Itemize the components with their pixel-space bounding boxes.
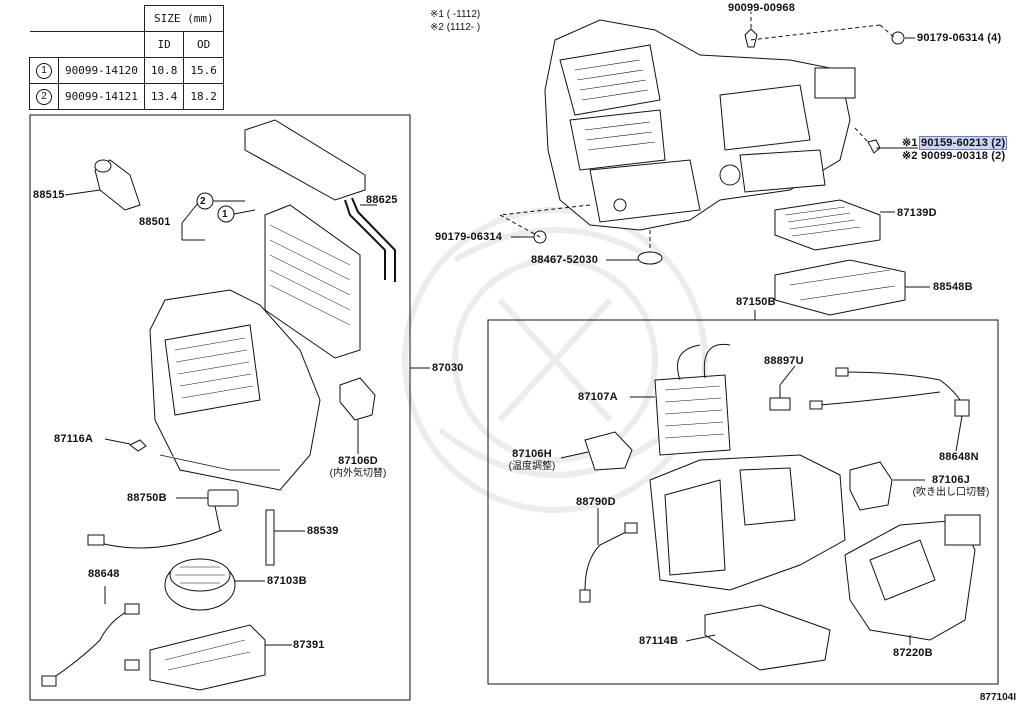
part-label-90099-00318[interactable]: ※2 90099-00318 (2) bbox=[902, 150, 1006, 162]
part-label-87106d[interactable]: 87106D bbox=[338, 455, 378, 467]
col-id-header: ID bbox=[143, 31, 185, 58]
part-label-88750b[interactable]: 88750B bbox=[127, 492, 167, 504]
id-cell: 13.4 bbox=[143, 83, 185, 110]
part-label-88648n[interactable]: 88648N bbox=[939, 451, 979, 463]
diagram-id: 877104I bbox=[979, 692, 1016, 703]
leaders-right bbox=[560, 365, 963, 645]
part-label-87116a[interactable]: 87116A bbox=[54, 433, 94, 445]
od-cell: 18.2 bbox=[183, 83, 224, 110]
part-label-87139d[interactable]: 87139D bbox=[897, 207, 937, 219]
harness-88648 bbox=[41, 603, 140, 687]
filter-87139d bbox=[774, 199, 881, 251]
part-number-cell[interactable]: 90099-14120 bbox=[58, 57, 145, 84]
clip-87116a bbox=[129, 439, 147, 452]
table-row: 2 90099-14121 13.4 18.2 bbox=[29, 83, 224, 110]
sensor-88790d bbox=[579, 522, 638, 603]
callout-label-1: 1 bbox=[222, 209, 228, 220]
part-label-87391[interactable]: 87391 bbox=[293, 639, 325, 651]
servo-87106j bbox=[849, 461, 893, 511]
note-1: ※1 ( -1112) bbox=[430, 9, 481, 20]
part-88539 bbox=[265, 509, 275, 566]
assembly-87150b-frame bbox=[487, 319, 999, 685]
hvac-unit-top-illustration bbox=[544, 19, 856, 231]
sensor-88897u bbox=[769, 385, 791, 411]
part-sublabel-87106d: (内外気切替) bbox=[329, 468, 387, 479]
part-label-87106j[interactable]: 87106J bbox=[932, 474, 970, 486]
part-label-88501[interactable]: 88501 bbox=[139, 216, 171, 228]
part-label-87030[interactable]: 87030 bbox=[432, 362, 464, 374]
callout-circles bbox=[196, 192, 256, 223]
part-label-90159-60213-prefix: ※1 bbox=[902, 137, 918, 149]
part-sublabel-87106h: (温度調整) bbox=[508, 461, 556, 472]
table-row: 1 90099-14120 10.8 15.6 bbox=[29, 57, 224, 84]
leaders-top bbox=[511, 37, 930, 320]
part-label-87220b[interactable]: 87220B bbox=[893, 647, 933, 659]
part-88515-drawing bbox=[94, 159, 141, 211]
blower-87103b bbox=[164, 558, 236, 611]
mark-circle: 2 bbox=[36, 88, 52, 105]
case-87030-drawing bbox=[149, 289, 321, 491]
part-label-87114b[interactable]: 87114B bbox=[639, 635, 679, 647]
hose-size-table: SIZE (mm) ID OD 1 90099-14120 10.8 15.6 … bbox=[29, 5, 224, 110]
servo-87106h bbox=[584, 431, 633, 471]
dashed-leaders-top bbox=[499, 12, 896, 252]
duct-87114b bbox=[704, 604, 831, 671]
part-label-90099-00968[interactable]: 90099-00968 bbox=[728, 2, 796, 14]
part-label-88648[interactable]: 88648 bbox=[88, 568, 120, 580]
note-2: ※2 (1112- ) bbox=[430, 22, 481, 33]
id-cell: 10.8 bbox=[143, 57, 185, 84]
servo-87106d bbox=[339, 377, 376, 421]
case-87150b-drawing bbox=[649, 454, 846, 591]
part-label-88897u[interactable]: 88897U bbox=[764, 355, 804, 367]
callout-label-2: 2 bbox=[200, 196, 206, 207]
part-number-cell[interactable]: 90099-14121 bbox=[58, 83, 145, 110]
part-label-90179-06314-4[interactable]: 90179-06314 (4) bbox=[917, 32, 1002, 44]
part-label-88539[interactable]: 88539 bbox=[307, 525, 339, 537]
size-header: SIZE (mm) bbox=[143, 5, 224, 32]
part-label-88467-52030[interactable]: 88467-52030 bbox=[531, 254, 599, 266]
part-label-90159-60213[interactable]: 90159-60213 (2) bbox=[918, 136, 1008, 150]
duct-87220b bbox=[844, 514, 981, 641]
assembly-87030-frame bbox=[29, 114, 411, 701]
od-cell: 15.6 bbox=[183, 57, 224, 84]
part-label-88790d[interactable]: 88790D bbox=[576, 496, 616, 508]
case-88548b bbox=[774, 259, 906, 316]
part-label-88625[interactable]: 88625 bbox=[366, 194, 398, 206]
part-pipe-top bbox=[244, 119, 366, 201]
leaders-left bbox=[64, 189, 430, 646]
heater-core-87107a bbox=[654, 343, 731, 456]
mark-circle: 1 bbox=[36, 62, 52, 79]
part-label-87103b[interactable]: 87103B bbox=[267, 575, 307, 587]
part-88750b bbox=[87, 489, 239, 549]
part-label-90179-06314[interactable]: 90179-06314 bbox=[435, 231, 503, 243]
part-label-88548b[interactable]: 88548B bbox=[933, 281, 973, 293]
part-label-87107a[interactable]: 87107A bbox=[578, 391, 618, 403]
part-sublabel-87106j: (吹き出し口切替) bbox=[912, 487, 990, 498]
cover-87391 bbox=[149, 624, 266, 691]
part-label-88515[interactable]: 88515 bbox=[33, 189, 65, 201]
col-od-header: OD bbox=[183, 31, 224, 58]
part-label-87106h[interactable]: 87106H bbox=[512, 448, 552, 460]
part-88625-drawing bbox=[344, 197, 396, 282]
harness-88648n bbox=[809, 367, 970, 417]
part-label-87150b[interactable]: 87150B bbox=[736, 296, 776, 308]
